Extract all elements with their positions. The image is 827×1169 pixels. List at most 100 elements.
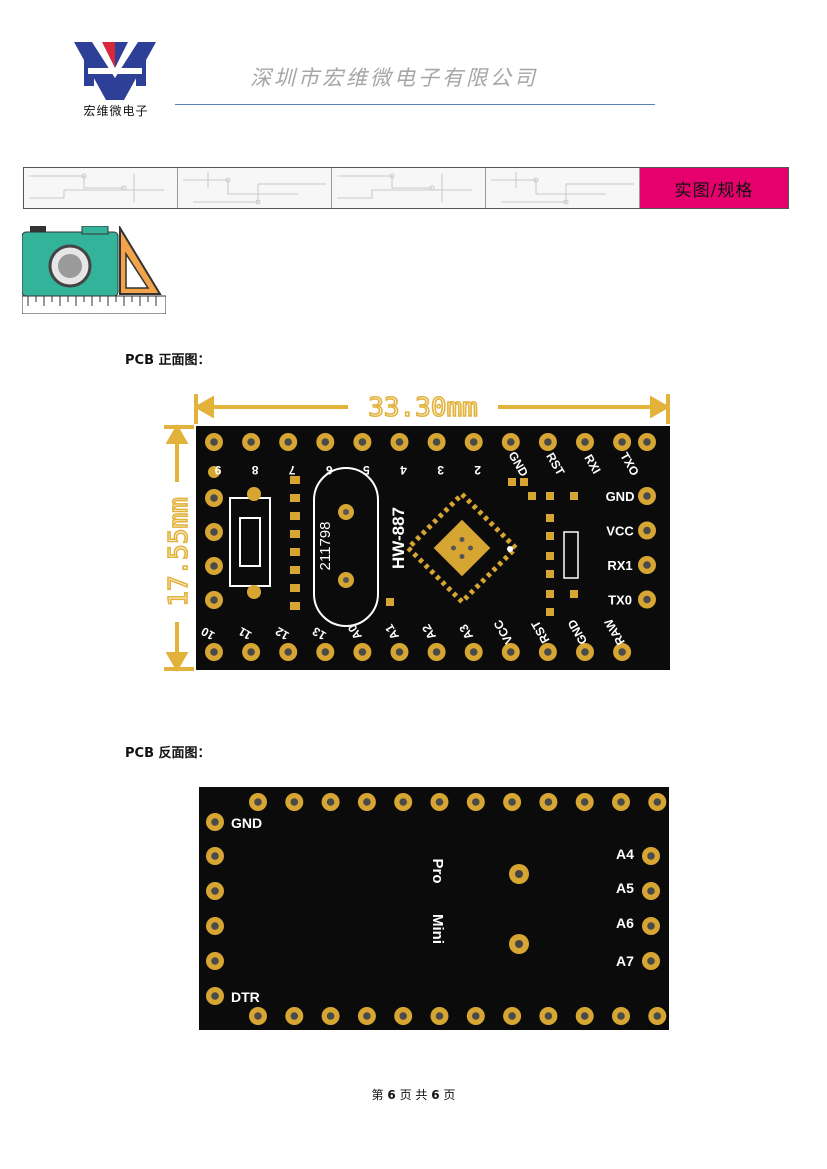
- front-top-pad-hole: [469, 438, 478, 446]
- back-right-pad-hole: [647, 922, 655, 930]
- back-bottom-pad-hole: [544, 1012, 553, 1020]
- front-top-pin-label: 3: [437, 463, 444, 477]
- front-bottom-pin-label: 10: [198, 624, 217, 643]
- back-bottom-pin-row: [249, 1007, 667, 1025]
- back-bottom-pad-hole: [326, 1012, 335, 1020]
- back-label-gnd: GND: [231, 815, 262, 831]
- back-caption: PCB 反面图：: [125, 746, 211, 761]
- page-footer: 第 6 页 共 6 页: [0, 1086, 827, 1103]
- board-model: HW-887: [389, 507, 408, 569]
- front-top-pad-hole: [507, 438, 515, 446]
- front-bottom-pin-label: A1: [382, 622, 402, 643]
- section-banner: 实图/规格: [23, 167, 789, 209]
- front-top-pin-label: 2: [474, 463, 481, 477]
- front-top-pad-hole: [544, 438, 552, 446]
- back-label-a6: A6: [616, 915, 634, 931]
- front-top-pad-hole: [284, 438, 292, 446]
- logo-text: 宏维微电子: [83, 104, 149, 118]
- back-top-pad-hole: [399, 798, 407, 806]
- back-left-pad-hole: [211, 922, 219, 930]
- front-top-pad-hole: [395, 438, 404, 446]
- back-right-pin-row: [642, 847, 660, 970]
- back-right-pad-hole: [647, 852, 655, 860]
- front-top-pin-label: 8: [251, 463, 258, 477]
- back-bottom-pad-hole: [290, 1012, 299, 1020]
- camera-ruler-icon: [22, 226, 166, 314]
- back-left-pad-hole: [211, 852, 219, 860]
- smd-pads-right: [508, 478, 578, 616]
- front-bottom-pad-hole: [321, 648, 330, 656]
- company-name: 深圳市宏维微电子有限公司: [250, 66, 538, 90]
- back-bottom-pad-hole: [508, 1012, 516, 1020]
- front-left-pad-hole: [210, 596, 218, 604]
- back-top-pad-hole: [254, 798, 262, 806]
- footer-total: 6: [431, 1088, 440, 1102]
- front-top-pad-hole: [618, 438, 626, 446]
- reset-button-inner: [239, 517, 261, 567]
- back-bottom-pad-hole: [472, 1012, 480, 1020]
- front-top-pad-hole: [643, 438, 651, 446]
- front-top-pad-hole: [247, 438, 255, 446]
- front-bottom-pad-hole: [247, 648, 255, 656]
- front-right-pin-label: VCC: [606, 524, 634, 539]
- front-top-pin-label: 6: [326, 463, 333, 477]
- back-bottom-pad-hole: [653, 1012, 662, 1020]
- front-bottom-pad-hole: [618, 648, 626, 656]
- back-bottom-pad-hole: [617, 1012, 625, 1020]
- front-bottom-pad-hole: [544, 648, 552, 656]
- front-right-pad-hole: [643, 526, 651, 535]
- front-top-pad-hole: [432, 438, 441, 446]
- left-pin-row: [205, 466, 223, 609]
- footer-page: 6: [387, 1088, 396, 1102]
- back-top-pad-hole: [508, 798, 516, 806]
- section-title: 实图/规格: [640, 168, 788, 208]
- back-top-pad-hole: [653, 798, 662, 806]
- pcb-back-image: GND DTR A4 A5 A6 A7 Pro Mini: [199, 787, 669, 1030]
- front-bottom-pad-hole: [284, 648, 292, 656]
- back-label-a4: A4: [616, 846, 634, 862]
- back-top-pad-hole: [435, 798, 444, 806]
- circuit-pattern-tile: [178, 168, 332, 208]
- back-bottom-pad-hole: [363, 1012, 371, 1020]
- front-right-pin-label: TX0: [608, 593, 632, 608]
- footer-suffix: 页: [443, 1088, 456, 1102]
- company-logo: [74, 42, 156, 100]
- dimension-height-label: 17.55mm: [164, 497, 194, 607]
- back-left-pin-row: [206, 813, 224, 1005]
- back-bottom-pad-hole: [399, 1012, 407, 1020]
- front-bottom-pad-hole: [395, 648, 404, 656]
- circuit-pattern-tile: [332, 168, 486, 208]
- back-bottom-pad-hole: [435, 1012, 444, 1020]
- front-right-pad-hole: [643, 561, 651, 569]
- front-bottom-pin-label: 12: [273, 624, 292, 643]
- front-bottom-pad-hole: [469, 648, 478, 656]
- back-top-pad-hole: [326, 798, 335, 806]
- back-label-a7: A7: [616, 953, 634, 969]
- front-left-pad-hole: [210, 562, 218, 570]
- back-label-a5: A5: [616, 880, 634, 896]
- front-bottom-pad-hole: [432, 648, 441, 656]
- back-top-pad-hole: [544, 798, 553, 806]
- front-caption: PCB 正面图：: [125, 353, 211, 368]
- front-right-pad-hole: [643, 595, 651, 604]
- front-top-pad-hole: [581, 438, 589, 446]
- back-bottom-pad-hole: [580, 1012, 589, 1020]
- footer-prefix: 第: [371, 1088, 384, 1102]
- back-top-pad-hole: [580, 798, 589, 806]
- back-text-mini: Mini: [429, 914, 446, 944]
- front-bottom-pad-hole: [507, 648, 515, 656]
- circuit-pattern-tile: [24, 168, 178, 208]
- back-right-pad-hole: [647, 887, 655, 895]
- back-left-pad-hole: [211, 957, 219, 965]
- back-top-pin-row: [249, 793, 667, 811]
- front-left-pad-hole: [210, 528, 218, 536]
- front-top-pin-label: 4: [400, 463, 407, 477]
- right-pin-row: [638, 487, 656, 609]
- front-right-pin-label: GND: [606, 489, 635, 504]
- pin-one-marker: [208, 466, 220, 478]
- smd-pad-column: [290, 476, 300, 610]
- back-top-pad-hole: [363, 798, 371, 806]
- back-right-pad-hole: [647, 957, 655, 965]
